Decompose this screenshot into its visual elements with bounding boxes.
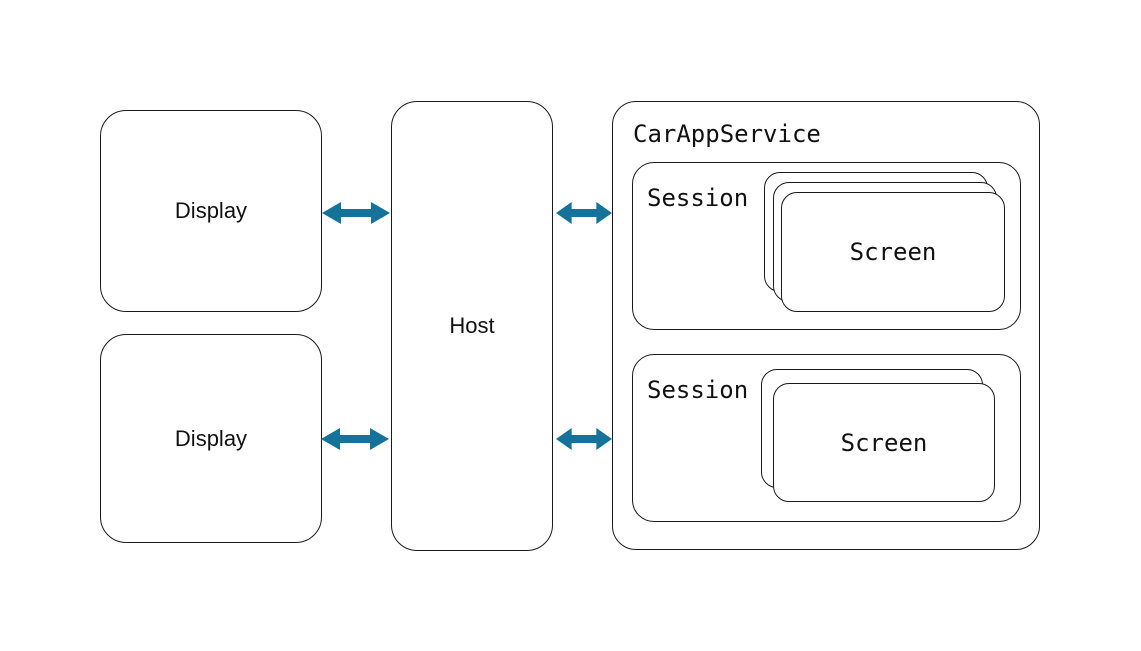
- display-box-1: Display: [100, 110, 322, 312]
- session-box-1: Session Screen: [632, 162, 1021, 330]
- display-1-label: Display: [174, 198, 248, 223]
- arrow-host-session1: [556, 202, 612, 224]
- screen-card-front: Screen: [781, 192, 1005, 312]
- car-app-service-title: CarAppService: [633, 120, 821, 148]
- arrow-display2-host: [321, 428, 389, 450]
- bidirectional-arrow-icon: [556, 202, 612, 224]
- car-app-service-box: CarAppService Session Screen Session Scr…: [612, 101, 1040, 550]
- bidirectional-arrow-icon: [322, 202, 390, 224]
- session-box-2: Session Screen: [632, 354, 1021, 522]
- arrow-display1-host: [322, 202, 390, 224]
- session-1-label: Session: [647, 184, 749, 212]
- bidirectional-arrow-icon: [321, 428, 389, 450]
- host-label: Host: [449, 313, 495, 338]
- arrow-host-session2: [556, 428, 612, 450]
- session-2-screen-label: Screen: [840, 428, 928, 457]
- bidirectional-arrow-icon: [556, 428, 612, 450]
- display-2-label: Display: [174, 425, 248, 451]
- display-box-2: Display: [100, 334, 322, 543]
- session-1-screen-label: Screen: [849, 238, 937, 266]
- host-box: Host: [391, 101, 553, 551]
- session-2-label: Session: [647, 376, 749, 404]
- screen-card-front: Screen: [773, 383, 995, 502]
